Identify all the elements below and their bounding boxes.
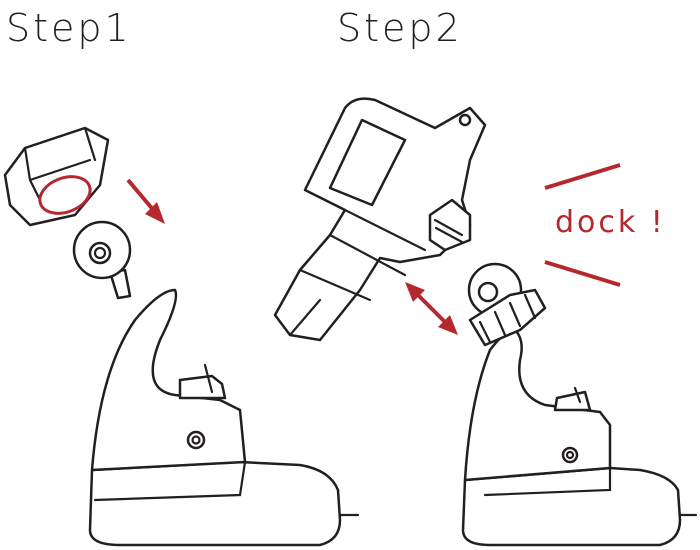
arrow-shaft (126, 178, 157, 214)
arrow-head-icon (405, 282, 425, 302)
suction-mount-stand-1 (72, 220, 360, 547)
dock-label: dock ! (555, 205, 666, 240)
step1-title: Step1 (6, 6, 132, 50)
dock-emphasis-lines (544, 163, 621, 287)
phone-holder (273, 97, 487, 342)
arrow-head-icon (145, 202, 165, 224)
dock-arrow (413, 290, 450, 327)
arrow-head-icon (438, 315, 458, 335)
step2-title: Step2 (337, 6, 463, 50)
suction-mount-stand-2 (461, 262, 698, 547)
adapter-nut (3, 126, 110, 227)
adhesive-ring (38, 175, 92, 215)
